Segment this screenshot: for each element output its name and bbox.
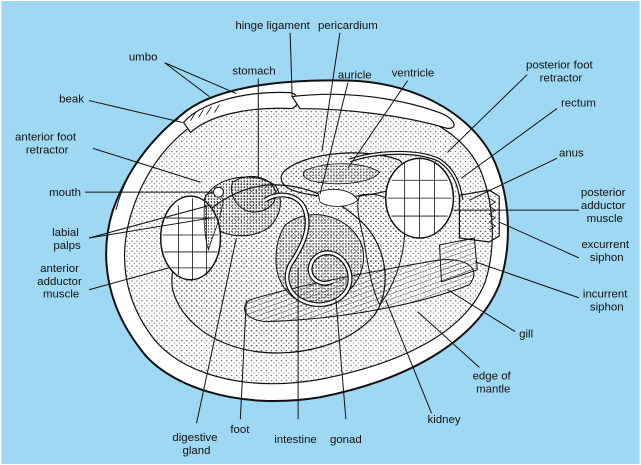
label-umbo: umbo bbox=[129, 52, 158, 64]
label-gonad: gonad bbox=[330, 434, 362, 446]
label-anus: anus bbox=[559, 147, 584, 159]
label-foot: foot bbox=[230, 424, 250, 436]
label-kidney: kidney bbox=[428, 414, 461, 426]
label-auricle: auricle bbox=[338, 70, 372, 82]
label-mouth: mouth bbox=[49, 187, 81, 199]
label-labial-palps: labial palps bbox=[52, 227, 82, 252]
label-beak: beak bbox=[59, 94, 84, 106]
label-edge-of-mantle: edge of mantle bbox=[473, 370, 514, 395]
label-hinge-ligament: hinge ligament bbox=[235, 20, 310, 32]
label-pericardium: pericardium bbox=[318, 20, 378, 32]
label-incurrent-siphon: incurrent siphon bbox=[583, 289, 631, 314]
label-rectum: rectum bbox=[561, 98, 596, 110]
posterior-adductor-muscle bbox=[386, 158, 454, 238]
label-posterior-adductor-muscle: posterior adductor muscle bbox=[581, 187, 629, 225]
excurrent-siphon bbox=[459, 190, 499, 242]
label-anterior-adductor-muscle: anterior adductor muscle bbox=[37, 263, 85, 301]
label-ventricle: ventricle bbox=[392, 68, 435, 80]
label-intestine: intestine bbox=[274, 434, 317, 446]
mouth-opening bbox=[213, 187, 223, 197]
label-stomach: stomach bbox=[232, 66, 275, 78]
label-gill: gill bbox=[519, 329, 533, 341]
